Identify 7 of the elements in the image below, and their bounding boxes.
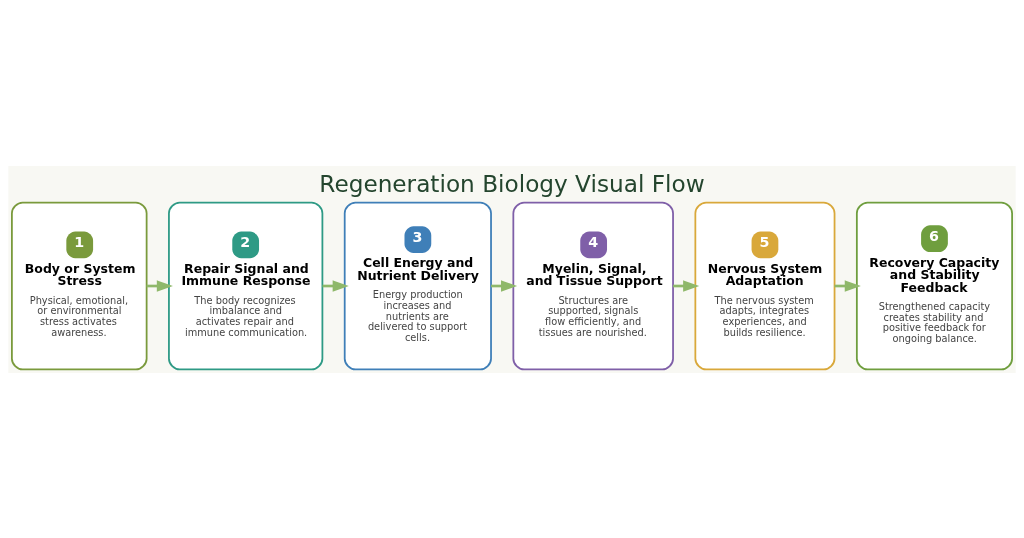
node-box: 6 Recovery Capacity and Stability Feedback Strengthened capacity creates stability and positive feedback for ongoing balance. [855, 201, 1013, 370]
node-box: 1 Body or System Stress Physical, emotional, or environmental stress activates awareness. [11, 201, 148, 370]
node-box: 3 Cell Energy and Nutrient Delivery Energy production increases and nutrients are delivered to support cells. [343, 201, 492, 370]
diagram-title: Regeneration Biology Visual Flow [319, 169, 705, 197]
node-box: 5 Nervous System Adaptation The nervous system adapts, integrates experiences, and builds resilience. [694, 201, 836, 370]
node-box: 4 Myelin, Signal, and Tissue Support Structures are supported, signals flow efficiently, and tissues are nourished. [512, 201, 674, 370]
node-box: 2 Repair Signal and Immune Response The body recognizes imbalance and activates repair and immune communication. [168, 201, 324, 370]
